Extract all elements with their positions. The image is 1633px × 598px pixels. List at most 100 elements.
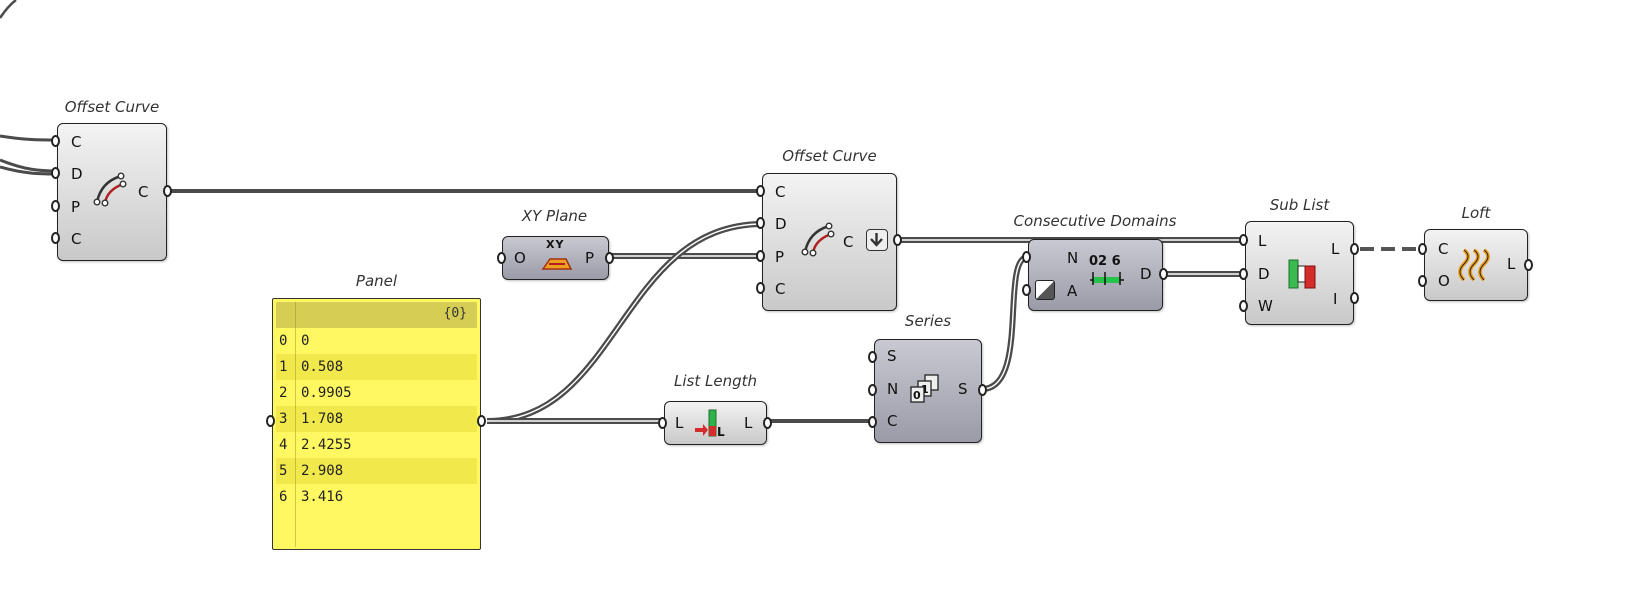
- sub-list-grip-in-3[interactable]: [1239, 300, 1248, 312]
- offset-curve-1-grip-in-4[interactable]: [51, 232, 60, 244]
- consecutive-domains-grip-in-2[interactable]: [1022, 284, 1031, 296]
- offset-curve-2-component[interactable]: C D P C C: [762, 173, 897, 311]
- graft-flag-icon[interactable]: [866, 229, 888, 251]
- offset-curve-1-component[interactable]: C D P C C: [57, 123, 167, 261]
- offset-curve-2-grip-in-4[interactable]: [756, 282, 765, 294]
- wire-into-offset-1-c: [0, 134, 58, 142]
- xy-plane-icon-text: XY: [546, 238, 565, 251]
- wire-offscreen-arc: [0, 0, 17, 19]
- offset-curve-1-grip-in-2[interactable]: [51, 167, 60, 179]
- offset-curve-2-grip-in-1[interactable]: [756, 185, 765, 197]
- loft-output-l[interactable]: L: [1507, 255, 1516, 273]
- offset-curve-2-input-p[interactable]: P: [775, 248, 785, 266]
- loft-input-o[interactable]: O: [1438, 272, 1450, 290]
- offset-curve-2-grip-in-3[interactable]: [756, 250, 765, 262]
- offset-curve-2-grip-out[interactable]: [893, 234, 902, 246]
- series-output-s[interactable]: S: [958, 380, 968, 398]
- sub-list-grip-out-2[interactable]: [1350, 292, 1359, 304]
- offset-curve-1-grip-in-3[interactable]: [51, 200, 60, 212]
- loft-input-c[interactable]: C: [1438, 240, 1449, 258]
- xy-plane-grip-out[interactable]: [605, 252, 614, 264]
- offset-curve-1-grip-out[interactable]: [163, 185, 172, 197]
- loft-component[interactable]: C O L: [1424, 229, 1528, 301]
- consecutive-domains-grip-out[interactable]: [1159, 268, 1168, 280]
- xy-plane-input-o[interactable]: O: [514, 249, 526, 267]
- sub-list-grip-out-1[interactable]: [1350, 243, 1359, 255]
- xy-plane-component[interactable]: O P XY: [502, 236, 609, 280]
- series-grip-in-3[interactable]: [868, 416, 877, 428]
- series-grip-in-2[interactable]: [868, 384, 877, 396]
- consecutive-domains-title: Consecutive Domains: [1013, 212, 1177, 230]
- arrow-down-icon: [870, 233, 883, 247]
- panel-row-value: 0: [301, 333, 310, 349]
- sub-list-title: Sub List: [1269, 196, 1330, 214]
- xy-plane-icon: [541, 258, 573, 270]
- loft-grip-in-1[interactable]: [1418, 243, 1427, 255]
- xy-plane-title: XY Plane: [521, 207, 588, 225]
- panel-row-value: 1.708: [301, 411, 344, 427]
- list-length-component[interactable]: L L L: [664, 401, 767, 445]
- offset-curve-1-output-c[interactable]: C: [138, 183, 149, 201]
- offset-curve-2-input-d[interactable]: D: [775, 215, 787, 233]
- offset-curve-2-output-c[interactable]: C: [843, 233, 854, 251]
- sub-list-component[interactable]: L D W L I: [1245, 221, 1354, 325]
- loft-title: Loft: [1461, 204, 1491, 222]
- sub-list-grip-in-1[interactable]: [1239, 234, 1248, 246]
- panel-row-index: 0: [279, 333, 288, 349]
- series-grip-in-1[interactable]: [868, 351, 877, 363]
- sub-list-grip-in-2[interactable]: [1239, 268, 1248, 280]
- offset-curve-1-input-p[interactable]: P: [71, 198, 81, 216]
- panel-grip-in[interactable]: [266, 415, 275, 427]
- loft-grip-out[interactable]: [1524, 259, 1533, 271]
- series-input-c[interactable]: C: [887, 412, 898, 430]
- consecutive-domains-grip-in-1[interactable]: [1022, 251, 1031, 263]
- svg-text:0: 0: [913, 389, 921, 402]
- offset-curve-1-input-c[interactable]: C: [71, 133, 82, 151]
- list-length-grip-in[interactable]: [658, 417, 667, 429]
- panel-row-index: 5: [279, 463, 288, 479]
- list-length-grip-out[interactable]: [763, 417, 772, 429]
- panel-row-index: 6: [279, 489, 288, 505]
- consecutive-domains-component[interactable]: N A D 02 6: [1028, 239, 1163, 311]
- series-grip-out[interactable]: [978, 384, 987, 396]
- list-length-output-l[interactable]: L: [744, 414, 753, 432]
- offset-curve-icon: [801, 222, 835, 257]
- series-component[interactable]: S N C S 1 0: [874, 339, 982, 443]
- series-input-n[interactable]: N: [887, 380, 899, 398]
- sub-list-input-d[interactable]: D: [1258, 265, 1270, 283]
- offset-curve-2-input-c[interactable]: C: [775, 183, 786, 201]
- loft-grip-in-2[interactable]: [1418, 275, 1427, 287]
- offset-curve-2-grip-in-2[interactable]: [756, 217, 765, 229]
- consecutive-domains-input-a[interactable]: A: [1067, 282, 1078, 300]
- consecutive-domains-input-n[interactable]: N: [1067, 249, 1079, 267]
- list-length-title: List Length: [674, 372, 757, 390]
- offset-curve-2-input-plane-c[interactable]: C: [775, 280, 786, 298]
- sub-list-input-w[interactable]: W: [1258, 297, 1273, 315]
- consecutive-domains-output-d[interactable]: D: [1140, 265, 1152, 283]
- loft-icon: [1458, 248, 1490, 282]
- sub-list-output-l[interactable]: L: [1331, 240, 1340, 258]
- sub-list-input-l[interactable]: L: [1258, 232, 1267, 250]
- series-input-s[interactable]: S: [887, 347, 897, 365]
- xy-plane-output-p[interactable]: P: [585, 249, 595, 267]
- panel-header: {0}: [276, 302, 477, 328]
- toggle-a-icon[interactable]: [1035, 280, 1055, 300]
- consecutive-domains-icon-text: 02 6: [1089, 254, 1121, 269]
- offset-curve-1-grip-in-1[interactable]: [51, 135, 60, 147]
- offset-curve-1-input-d[interactable]: D: [71, 165, 83, 183]
- xy-plane-grip-in[interactable]: [497, 252, 506, 264]
- list-length-input-l[interactable]: L: [675, 414, 684, 432]
- list-length-icon: L: [695, 409, 725, 439]
- offset-curve-1-title: Offset Curve: [64, 98, 160, 116]
- panel-index-divider: [295, 302, 296, 547]
- panel-grip-out[interactable]: [477, 415, 486, 427]
- sub-list-output-i[interactable]: I: [1333, 290, 1338, 308]
- offset-curve-1-input-plane-c[interactable]: C: [71, 230, 82, 248]
